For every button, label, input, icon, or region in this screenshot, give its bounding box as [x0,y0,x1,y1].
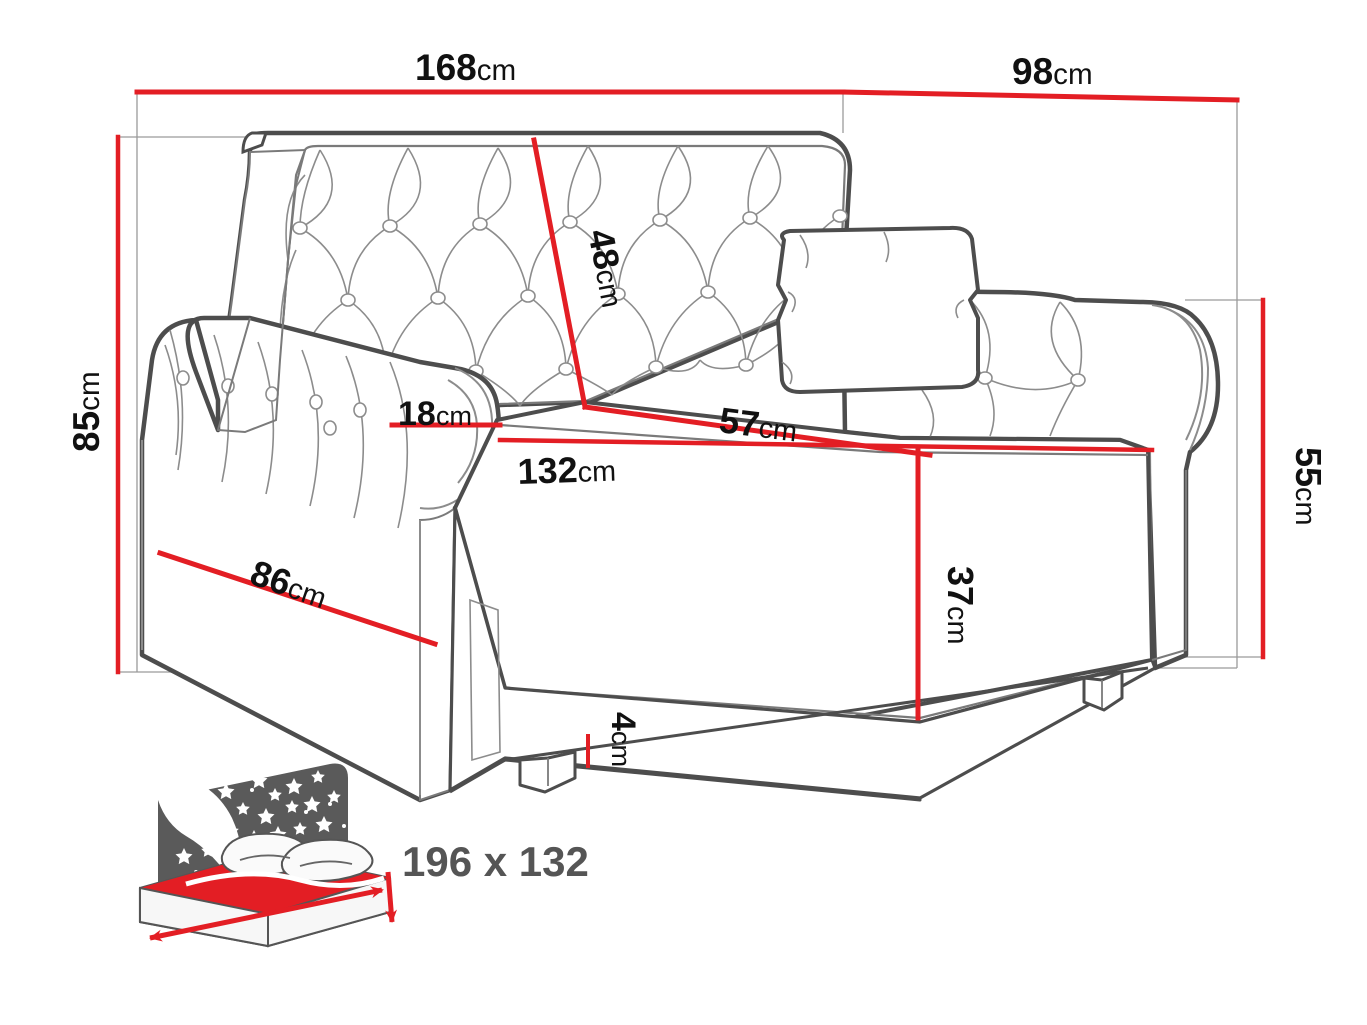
moon-icon [158,772,242,888]
left-arm-tufting [164,329,409,529]
seat-surface-edge [499,423,1149,457]
dim-label-4: 4cm [604,712,642,767]
dim-line-48 [531,137,588,410]
dim-label-55: 55cm [1288,447,1329,525]
dim-line-86 [156,549,439,648]
pillow-crease-back [239,854,291,861]
dim-label-85: 85cm [66,371,107,452]
dim-line-132 [497,437,1155,453]
base-inner-panel [469,598,501,762]
sofa-left-wing [216,149,306,434]
sofa-illustration [139,130,1221,803]
dim-label-48: 48cm [580,226,635,311]
dim-label-98: 98cm [1012,51,1093,92]
arrow-length [149,886,384,942]
backrest-tufting-pattern [279,145,841,421]
mattress-dimension-arrows [149,871,398,942]
dim-label-37: 37cm [940,566,981,644]
dim-line-98 [840,89,1240,103]
throw-pillow [776,225,981,394]
base-bottom-edge [504,666,1149,762]
arrow-width [385,871,398,923]
throw-pillow-creases [781,231,965,385]
sleeping-area-icon [138,763,398,948]
sleeping-area-label: 196 x 132 [402,838,589,885]
dim-label-132: 132cm [517,448,617,492]
dim-label-168: 168cm [415,47,516,88]
dim-label-18: 18cm [398,395,472,433]
duvet-edge [185,871,385,888]
pillow-crease-front [299,860,353,867]
base-left-edge [449,758,506,794]
dimension-lines [115,89,1266,768]
sofa-right-side-panel [1151,470,1187,661]
dim-label-57: 57cm [717,399,800,449]
pillow-front [280,838,374,883]
sofa-back-notch [241,131,269,155]
